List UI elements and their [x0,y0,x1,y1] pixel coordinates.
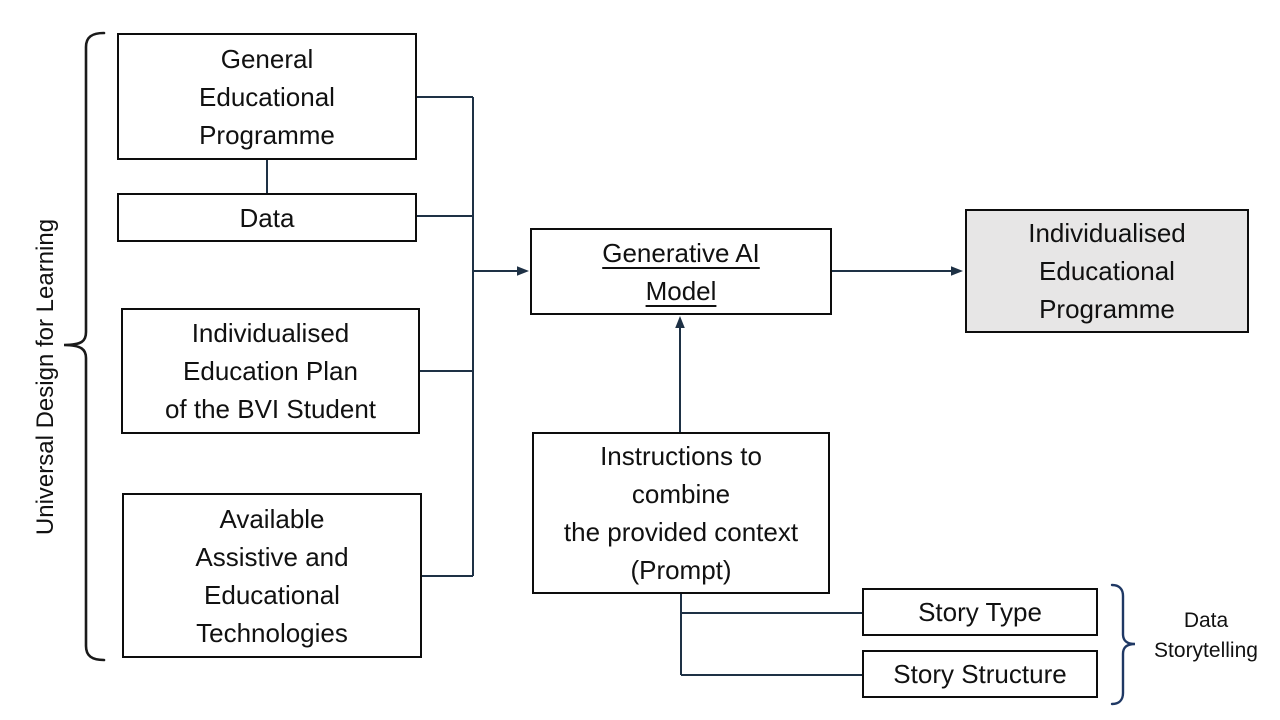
story-structure-label: Story Structure [893,659,1067,689]
assistive-technologies-box: Available Assistive and Educational Tech… [122,493,422,658]
story-type-box: Story Type [862,588,1098,636]
generative-ai-model-label: Generative AI Model [602,237,760,306]
data-storytelling-label: Data Storytelling [1154,609,1258,662]
arrowhead-into-output [951,266,963,276]
arrowhead-into-genai [517,266,529,276]
prompt-instructions-label: Instructions to combine the provided con… [563,441,799,585]
general-educational-programme-label: General Educational Programme [199,43,335,150]
data-label: Data [239,202,295,233]
arrow-heads [517,266,963,328]
individualised-educational-programme-label: Individualised Educational Programme [1028,218,1186,324]
connector-lines [266,96,953,676]
generative-ai-model-box: Generative AI Model [530,228,832,315]
udl-brace [63,31,106,662]
assistive-technologies-label: Available Assistive and Educational Tech… [195,503,349,648]
prompt-instructions-box: Instructions to combine the provided con… [532,432,830,594]
data-box: Data [117,193,417,242]
story-structure-box: Story Structure [862,650,1098,698]
data-storytelling-brace [1110,583,1136,706]
story-type-label: Story Type [918,597,1042,627]
universal-design-for-learning-label: Universal Design for Learning [32,218,59,536]
individualised-educational-programme-box: Individualised Educational Programme [965,209,1249,333]
iep-bvi-student-box: Individualised Education Plan of the BVI… [121,308,420,434]
arrowhead-up-into-genai [675,316,685,328]
iep-bvi-student-label: Individualised Education Plan of the BVI… [164,318,377,424]
general-educational-programme-box: General Educational Programme [117,33,417,160]
